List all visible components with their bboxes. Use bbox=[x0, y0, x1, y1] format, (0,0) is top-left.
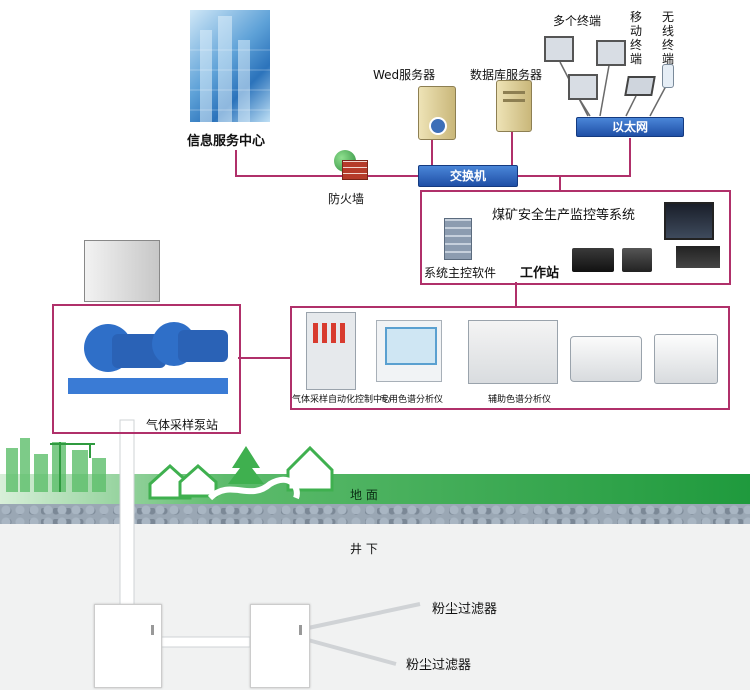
mobile-terminal-label: 移动终端 bbox=[629, 10, 642, 66]
office-building-image bbox=[190, 10, 270, 122]
multi-terminal-label: 多个终端 bbox=[553, 14, 602, 28]
ground-label: 地 面 bbox=[350, 488, 378, 502]
web-server-icon bbox=[418, 86, 456, 140]
dust-filter-label-2: 粉尘过滤器 bbox=[406, 658, 472, 673]
info-center-label: 信息服务中心 bbox=[187, 134, 266, 149]
filter-cabinet-1 bbox=[94, 604, 162, 688]
monitor-system-label: 煤矿安全生产监控等系统 bbox=[492, 208, 636, 223]
fax-icon bbox=[622, 248, 652, 272]
laptop-icon bbox=[624, 76, 656, 96]
wireless-terminal-label: 无线终端 bbox=[661, 10, 674, 66]
dust-filter-label-1: 粉尘过滤器 bbox=[432, 602, 498, 617]
db-server-label: 数据库服务器 bbox=[470, 68, 543, 82]
rock-layer bbox=[0, 502, 750, 524]
gc-analyzer-aux-icon bbox=[468, 320, 558, 384]
workstation-label: 工作站 bbox=[520, 266, 560, 281]
server-rack-icon bbox=[444, 218, 472, 260]
monitoring-system-box bbox=[420, 190, 731, 285]
underground-label: 井 下 bbox=[350, 542, 378, 556]
printer-icon bbox=[572, 248, 614, 272]
centrifuge-icon bbox=[654, 334, 718, 384]
main-control-software-label: 系统主控软件 bbox=[424, 266, 497, 280]
gc-special-label: 专用色谱分析仪 bbox=[380, 395, 444, 405]
firewall-icon bbox=[330, 150, 368, 180]
sample-processor-icon bbox=[570, 336, 642, 382]
auto-control-center-label: 气体采样自动化控制中心 bbox=[292, 395, 392, 405]
ethernet-bar: 以太网 bbox=[576, 117, 684, 137]
pump-station-label: 气体采样泵站 bbox=[146, 418, 219, 432]
switch-bar: 交换机 bbox=[418, 165, 518, 187]
instruments-box bbox=[290, 306, 730, 410]
mobile-phone-icon bbox=[662, 64, 674, 88]
desktop-terminal-icon-1 bbox=[544, 36, 574, 62]
gc-analyzer-special-icon bbox=[376, 320, 442, 382]
firewall-label: 防火墙 bbox=[328, 192, 365, 206]
filter-cabinet-2 bbox=[250, 604, 310, 688]
desktop-terminal-icon-3 bbox=[568, 74, 598, 100]
desktop-terminal-icon-2 bbox=[596, 40, 626, 66]
pump-tank-image bbox=[84, 240, 160, 302]
pump-station-box bbox=[52, 304, 241, 434]
web-server-label: Wed服务器 bbox=[373, 68, 436, 82]
desktop-tower-icon bbox=[676, 246, 720, 268]
gc-aux-label: 辅助色谱分析仪 bbox=[488, 395, 552, 405]
control-cabinet-icon bbox=[306, 312, 356, 390]
monitor-icon bbox=[664, 202, 714, 240]
surface-scene bbox=[6, 438, 334, 501]
pump-motors-image bbox=[64, 306, 232, 410]
db-server-icon bbox=[496, 80, 532, 132]
